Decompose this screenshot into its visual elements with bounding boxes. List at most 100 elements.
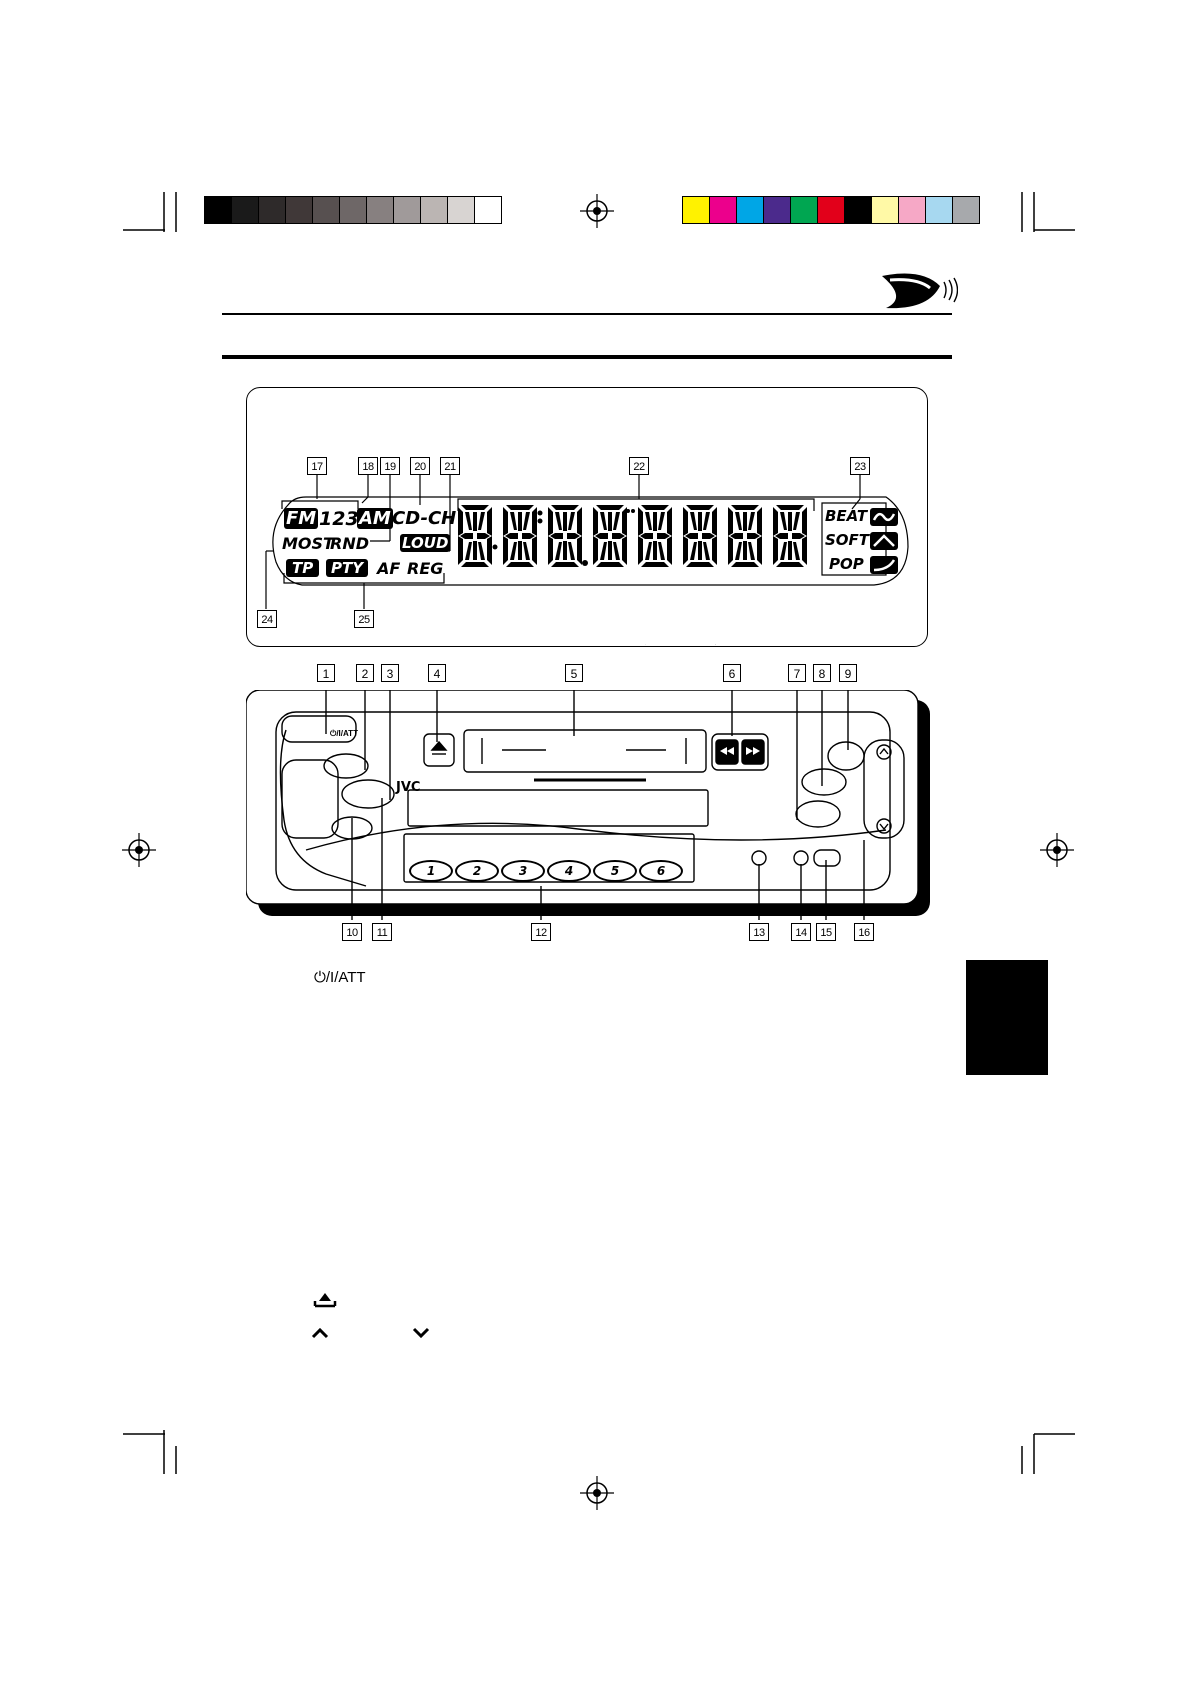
color-swatch	[312, 197, 339, 223]
lcd-digit	[503, 505, 537, 567]
color-swatch	[790, 197, 817, 223]
tp-indicator: TP	[286, 559, 320, 577]
callout-13: 13	[749, 923, 769, 941]
lcd-digit	[458, 505, 492, 567]
lcd-outline	[265, 475, 909, 645]
color-swatch	[393, 197, 420, 223]
callout-12: 12	[531, 923, 551, 941]
color-swatch	[366, 197, 393, 223]
color-swatch	[683, 197, 709, 223]
reg-indicator: REG	[407, 559, 444, 578]
registration-mark-bottom	[580, 1476, 614, 1510]
band-digits-indicator: 123	[319, 508, 359, 530]
lcd-separator	[582, 560, 588, 566]
color-swatch	[871, 197, 898, 223]
callout-8: 8	[813, 664, 831, 682]
color-swatch	[205, 197, 231, 223]
callout-9: 9	[839, 664, 857, 682]
lcd-segment-digits	[458, 505, 807, 567]
lcd-separator	[626, 509, 630, 513]
cd-ch-indicator: CD-CH	[392, 508, 457, 529]
power-att-label: ⏻/I/ATT	[330, 729, 358, 738]
callout-16: 16	[854, 923, 874, 941]
color-bar	[682, 196, 980, 224]
color-swatch	[898, 197, 925, 223]
callout-2: 2	[356, 664, 374, 682]
am-indicator: AM	[357, 508, 393, 529]
section-tab	[966, 960, 1048, 1075]
callout-5: 5	[565, 664, 583, 682]
beat-indicator: BEAT	[825, 507, 868, 525]
color-swatch	[420, 197, 447, 223]
grayscale-bar	[204, 196, 502, 224]
callout-23: 23	[850, 457, 870, 475]
lcd-digit	[728, 505, 762, 567]
color-swatch	[285, 197, 312, 223]
color-swatch	[763, 197, 790, 223]
callout-24: 24	[257, 610, 277, 628]
power-att-caption: ⏻/I/ATT	[314, 969, 366, 986]
preset-button-1[interactable]: 1	[409, 860, 453, 882]
color-swatch	[817, 197, 844, 223]
lcd-separator	[537, 510, 543, 516]
color-swatch	[736, 197, 763, 223]
unit-faceplate	[246, 690, 930, 920]
sound-mode-icons	[870, 508, 898, 574]
color-swatch	[258, 197, 285, 223]
jvc-logo: JVC	[396, 780, 421, 795]
callout-4: 4	[428, 664, 446, 682]
chapter-logo-icon	[882, 273, 958, 309]
rnd-indicator: RND	[330, 534, 369, 553]
lcd-digit	[683, 505, 717, 567]
header-rule-thin	[222, 313, 952, 315]
callout-19: 19	[380, 457, 400, 475]
preset-button-5[interactable]: 5	[593, 860, 637, 882]
color-swatch	[447, 197, 474, 223]
callout-25: 25	[354, 610, 374, 628]
callout-7: 7	[788, 664, 806, 682]
color-swatch	[231, 197, 258, 223]
chevron-down-icon	[412, 1327, 430, 1339]
lcd-digit	[548, 505, 582, 567]
lcd-digit	[638, 505, 672, 567]
preset-button-3[interactable]: 3	[501, 860, 545, 882]
lcd-separator	[537, 518, 543, 524]
fm-indicator: FM	[284, 508, 319, 529]
lcd-separator	[631, 509, 635, 513]
callout-14: 14	[791, 923, 811, 941]
registration-mark-left	[122, 833, 156, 867]
most-indicator: MOST	[282, 534, 334, 553]
callout-20: 20	[410, 457, 430, 475]
lcd-digit	[773, 505, 807, 567]
preset-button-6[interactable]: 6	[639, 860, 683, 882]
callout-17: 17	[307, 457, 327, 475]
color-swatch	[339, 197, 366, 223]
eject-icon	[313, 1293, 337, 1308]
header-rule-thick	[222, 355, 952, 359]
callout-15: 15	[816, 923, 836, 941]
pop-indicator: POP	[829, 555, 864, 573]
display-panel	[246, 387, 928, 647]
callout-6: 6	[723, 664, 741, 682]
color-swatch	[952, 197, 979, 223]
callout-10: 10	[342, 923, 362, 941]
chevron-up-icon	[311, 1327, 329, 1339]
color-swatch	[844, 197, 871, 223]
registration-mark-right	[1040, 833, 1074, 867]
lcd-separator	[492, 544, 498, 550]
callout-21: 21	[440, 457, 460, 475]
registration-mark-top	[580, 194, 614, 228]
lcd-digit	[593, 505, 627, 567]
callout-1: 1	[317, 664, 335, 682]
color-swatch	[925, 197, 952, 223]
callout-18: 18	[358, 457, 378, 475]
color-swatch	[474, 197, 501, 223]
callout-11: 11	[372, 923, 392, 941]
preset-button-2[interactable]: 2	[455, 860, 499, 882]
loud-indicator: LOUD	[400, 534, 451, 552]
callout-22: 22	[629, 457, 649, 475]
preset-button-4[interactable]: 4	[547, 860, 591, 882]
af-indicator: AF	[377, 559, 401, 578]
callout-3: 3	[381, 664, 399, 682]
